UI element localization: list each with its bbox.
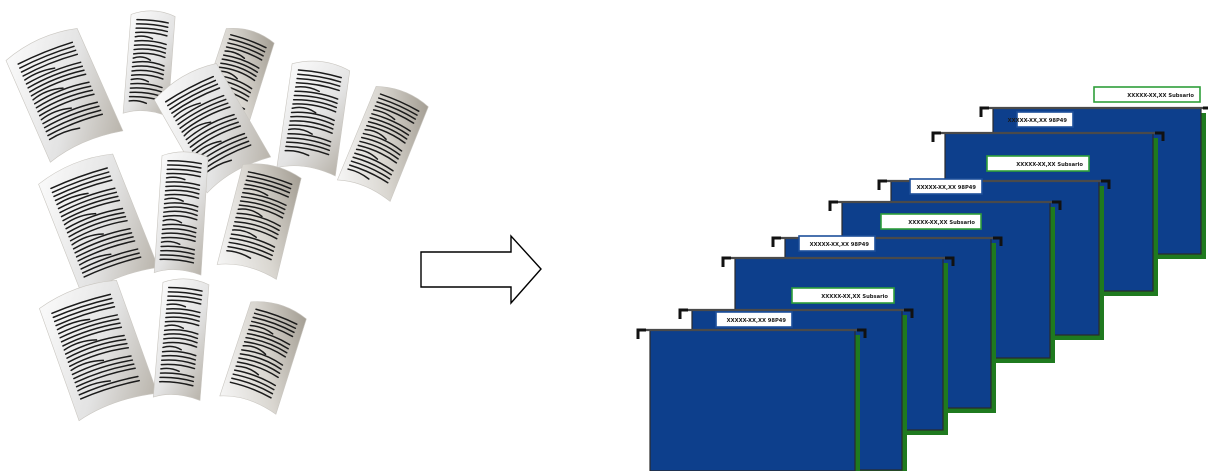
folder-tab: XXXXX-XX,XX 98P49 bbox=[1008, 111, 1074, 128]
paper-sheet-icon bbox=[153, 151, 209, 276]
transform-arrow bbox=[420, 234, 542, 305]
paper-sheet-icon bbox=[38, 153, 159, 298]
folder-tab: XXXXX-XX,XX Subsario bbox=[791, 287, 895, 304]
folder-tab: XXXXX-XX,XX Subsario bbox=[1093, 86, 1201, 103]
folder-tab-label: XXXXX-XX,XX 98P49 bbox=[727, 318, 787, 324]
paper-sheet-icon bbox=[5, 28, 124, 163]
folder-tab-label: XXXXX-XX,XX 98P49 bbox=[810, 242, 870, 248]
loose-papers-group bbox=[5, 10, 429, 422]
folder-tab-label: XXXXX-XX,XX Subsario bbox=[1127, 93, 1194, 99]
folder-tab: XXXXX-XX,XX 98P49 bbox=[798, 235, 876, 252]
folder-tab: XXXXX-XX,XX 98P49 bbox=[909, 178, 983, 195]
paper-sheet-icon bbox=[216, 163, 302, 280]
folder-tab-label: XXXXX-XX,XX Subsario bbox=[821, 294, 888, 300]
folder-tab: XXXXX-XX,XX Subsario bbox=[880, 213, 982, 230]
folder-tab-label: XXXXX-XX,XX Subsario bbox=[1016, 162, 1083, 168]
paper-sheet-icon bbox=[336, 86, 429, 202]
folder-tab-label: XXXXX-XX,XX 98P49 bbox=[1008, 118, 1068, 124]
hanging-folder-icon bbox=[636, 328, 867, 471]
folder-tab-label: XXXXX-XX,XX Subsario bbox=[908, 220, 975, 226]
folder-tab: XXXXX-XX,XX Subsario bbox=[986, 155, 1090, 172]
paper-sheet-icon bbox=[122, 10, 176, 117]
folder-tab: XXXXX-XX,XX 98P49 bbox=[715, 311, 793, 328]
folder-tab-label: XXXXX-XX,XX 98P49 bbox=[917, 185, 977, 191]
paper-sheet-icon bbox=[39, 279, 158, 422]
right-arrow-icon bbox=[420, 234, 542, 305]
paper-sheet-icon bbox=[219, 301, 307, 415]
paper-sheet-icon bbox=[276, 60, 351, 177]
paper-sheet-icon bbox=[152, 278, 210, 401]
